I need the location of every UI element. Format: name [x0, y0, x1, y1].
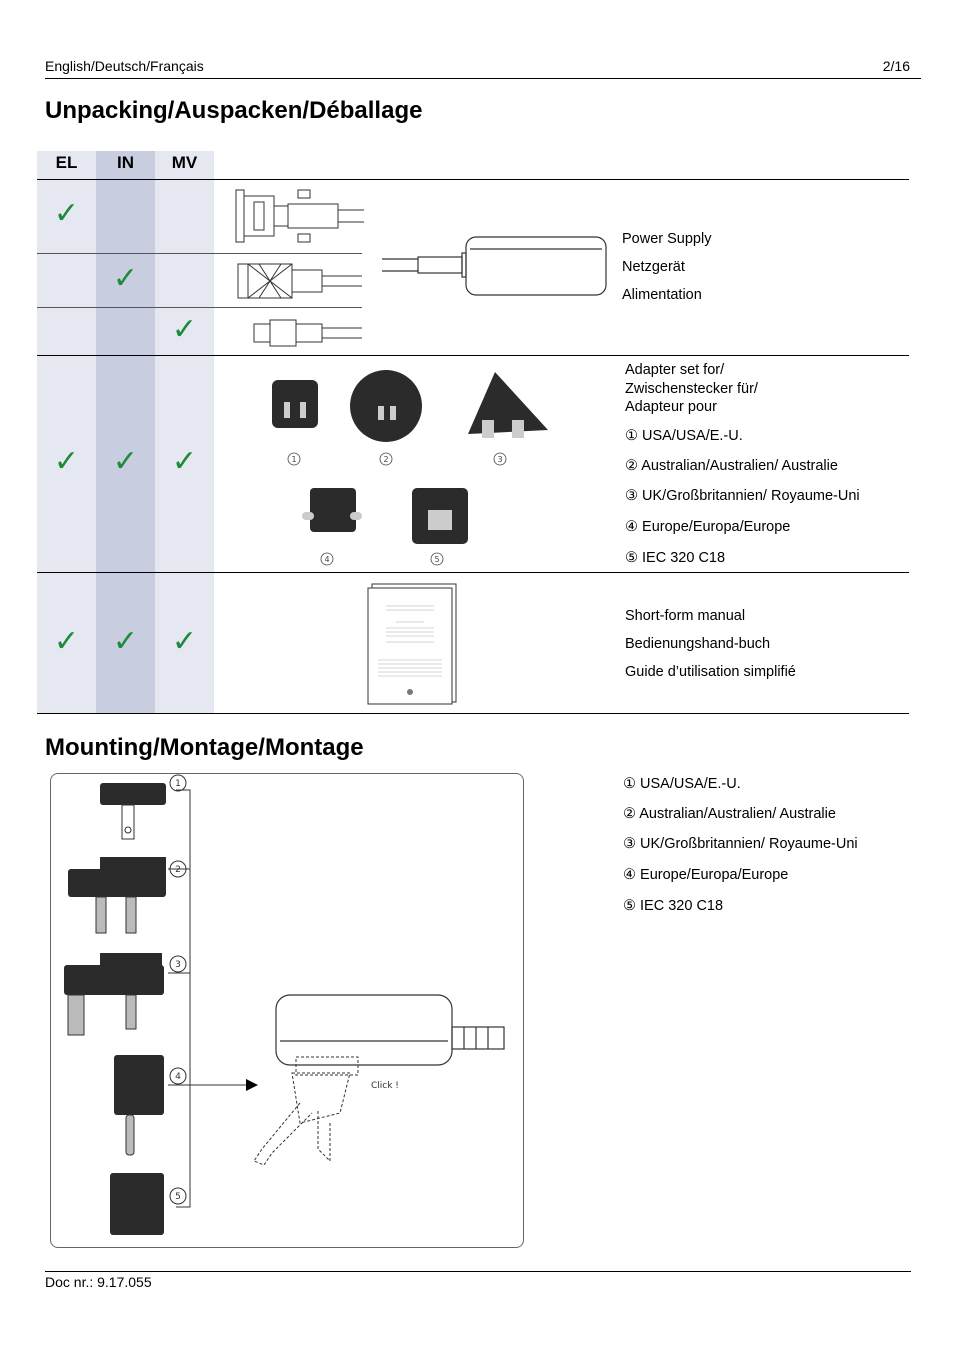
doc-number: Doc nr.: 9.17.055	[45, 1274, 152, 1290]
mounting-figure-num-4: 4	[175, 1072, 181, 1082]
mounting-title: Mounting/Montage/Montage	[45, 734, 364, 761]
adapter-item: ① USA/USA/E.-U.	[625, 428, 743, 444]
power-supply-illustration	[382, 236, 607, 296]
check-mark: ✓	[171, 625, 198, 658]
column-header-in: IN	[117, 153, 134, 172]
footer-divider	[45, 1271, 911, 1272]
check-mark: ✓	[53, 625, 80, 658]
adapter-item: ③ UK/Großbritannien/ Royaume-Uni	[625, 488, 860, 504]
manual-label-de: Bedienungshand-buch	[625, 636, 771, 652]
check-mark: ✓	[112, 625, 139, 658]
column-mv-shade	[155, 151, 214, 713]
mounting-figure-num-3: 3	[175, 960, 181, 970]
unpacking-title: Unpacking/Auspacken/Déballage	[45, 97, 423, 124]
adapter-figure-num-2: 2	[383, 455, 388, 464]
mounting-item: ⑤ IEC 320 C18	[623, 898, 724, 914]
check-mark: ✓	[112, 445, 139, 478]
click-label: Click !	[371, 1081, 399, 1091]
adapter-set-illustration: 1 2 3 4 5	[272, 370, 548, 566]
adapter-intro-de: Zwischenstecker für/	[625, 381, 758, 397]
mounting-figure-num-2: 2	[175, 865, 181, 875]
mounting-figure-num-5: 5	[175, 1192, 181, 1202]
check-mark: ✓	[112, 262, 139, 295]
check-mark: ✓	[53, 197, 80, 230]
adapter-figure-num-5: 5	[434, 555, 439, 564]
connector-d-sub-illustration	[235, 189, 364, 243]
column-header-el: EL	[55, 153, 78, 172]
adapter-intro-en: Adapter set for/	[625, 362, 725, 378]
adapter-item: ⑤ IEC 320 C18	[625, 550, 726, 566]
table-rule	[37, 355, 909, 356]
column-header-mv: MV	[171, 153, 198, 172]
adapter-figure-num-1: 1	[291, 455, 296, 464]
table-rule	[37, 572, 909, 573]
power-supply-label-de: Netzgerät	[622, 259, 685, 275]
connector-rj-illustration	[253, 319, 362, 347]
table-rule	[37, 307, 362, 308]
header-languages: English/Deutsch/Français	[45, 58, 204, 74]
connector-round-illustration	[237, 263, 362, 299]
table-rule	[37, 179, 909, 180]
check-mark: ✓	[171, 313, 198, 346]
adapter-item: ② Australian/Australien/ Australie	[625, 458, 838, 474]
mounting-item: ③ UK/Großbritannien/ Royaume-Uni	[623, 836, 858, 852]
manual-booklet-illustration	[367, 583, 457, 705]
mounting-item: ① USA/USA/E.-U.	[623, 776, 741, 792]
power-supply-label-en: Power Supply	[622, 231, 712, 247]
check-mark: ✓	[171, 445, 198, 478]
mounting-item: ② Australian/Australien/ Australie	[623, 806, 836, 822]
manual-label-fr: Guide d’utilisation simplifié	[625, 664, 796, 680]
mounting-illustration: 1 2 3 4 5 Click !	[64, 774, 505, 1235]
column-el-shade	[37, 151, 96, 713]
mounting-figure-frame	[50, 773, 524, 1248]
manual-label-en: Short-form manual	[625, 608, 746, 624]
check-mark: ✓	[53, 445, 80, 478]
power-supply-label-fr: Alimentation	[622, 287, 702, 303]
adapter-item: ④ Europe/Europa/Europe	[625, 519, 791, 535]
header-divider	[45, 78, 921, 79]
adapter-figure-num-4: 4	[324, 555, 329, 564]
adapter-figure-num-3: 3	[497, 455, 502, 464]
page-number: 2/16	[882, 58, 910, 74]
column-in-shade	[96, 151, 155, 713]
mounting-figure-num-1: 1	[175, 779, 181, 789]
table-rule	[37, 713, 909, 714]
table-rule	[37, 253, 362, 254]
mounting-item: ④ Europe/Europa/Europe	[623, 867, 789, 883]
adapter-intro-fr: Adapteur pour	[625, 399, 717, 415]
